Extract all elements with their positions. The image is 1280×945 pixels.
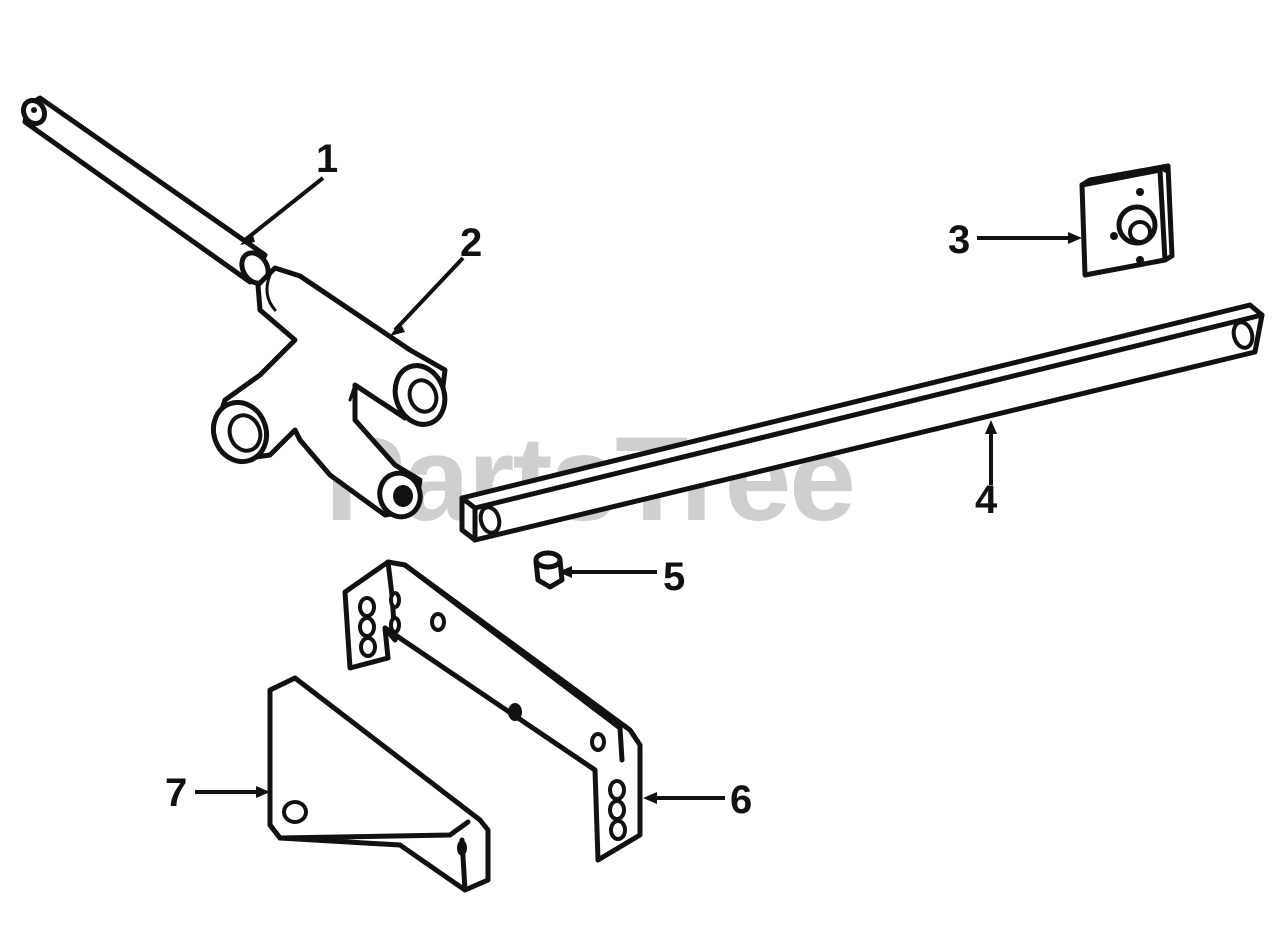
part-2-tee-housing [211,265,448,520]
callout-1[interactable]: 1 [316,137,338,181]
leader-1 [243,176,325,242]
part-7-gusset-bracket [267,675,491,893]
part-1-shaft [20,95,271,286]
part-4-flat-bar [459,302,1265,543]
callout-7[interactable]: 7 [165,771,187,815]
leaders [195,176,1082,804]
part-6-long-bracket [342,559,643,863]
callout-6[interactable]: 6 [730,778,752,822]
leader-2 [393,256,465,332]
part-3-plate-fitting [1079,163,1175,278]
callout-2[interactable]: 2 [460,221,482,265]
callouts: 1 2 3 4 5 6 7 [165,137,998,822]
callout-3[interactable]: 3 [948,218,970,262]
callout-5[interactable]: 5 [663,555,685,599]
callout-4[interactable]: 4 [975,478,998,522]
part-5-spacer [533,550,565,590]
